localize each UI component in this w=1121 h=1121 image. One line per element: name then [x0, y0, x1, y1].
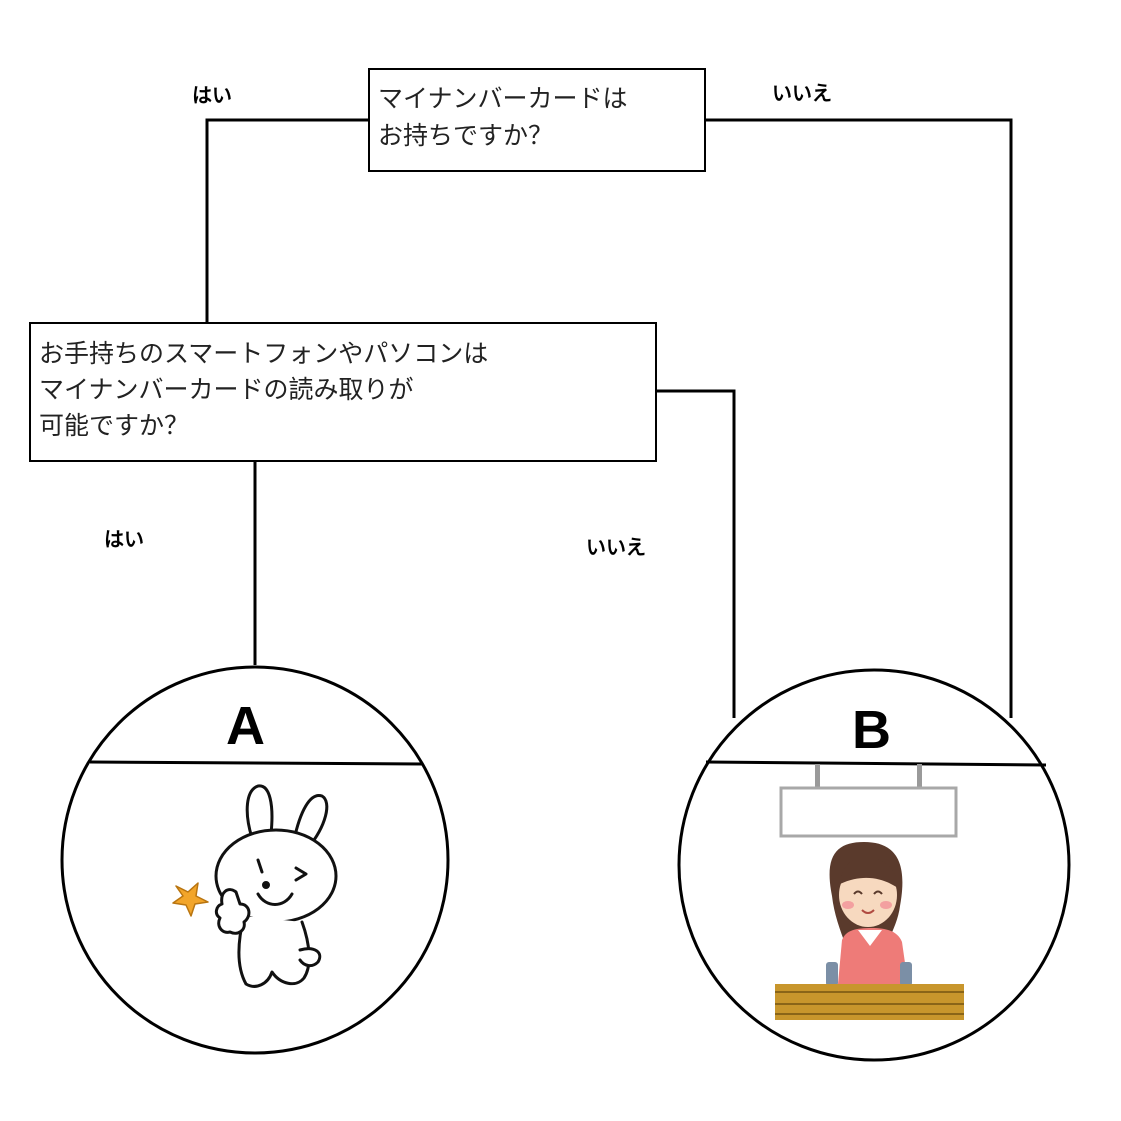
label-q2-yes: はい [104, 527, 144, 551]
label-q1-no: いいえ [772, 81, 832, 105]
connector-q1-no [706, 118, 1013, 718]
outcome-a-label: A [226, 696, 265, 756]
mascot-rabbit-thumbs-up-icon [172, 784, 338, 988]
connector-q2-no [657, 389, 736, 718]
connector-q1-yes [205, 118, 368, 322]
label-q2-no: いいえ [586, 535, 646, 559]
connectors [205, 118, 1013, 718]
outcome-b-label: B [852, 700, 891, 760]
label-q1-yes: はい [192, 83, 232, 107]
question-box-device-reading: お手持ちのスマートフォンやパソコンは マイナンバーカードの読み取りが 可能ですか… [29, 322, 657, 462]
question-box-card-ownership: マイナンバーカードは お持ちですか？ [368, 68, 706, 172]
reception-clerk-counter-icon [775, 764, 964, 1020]
